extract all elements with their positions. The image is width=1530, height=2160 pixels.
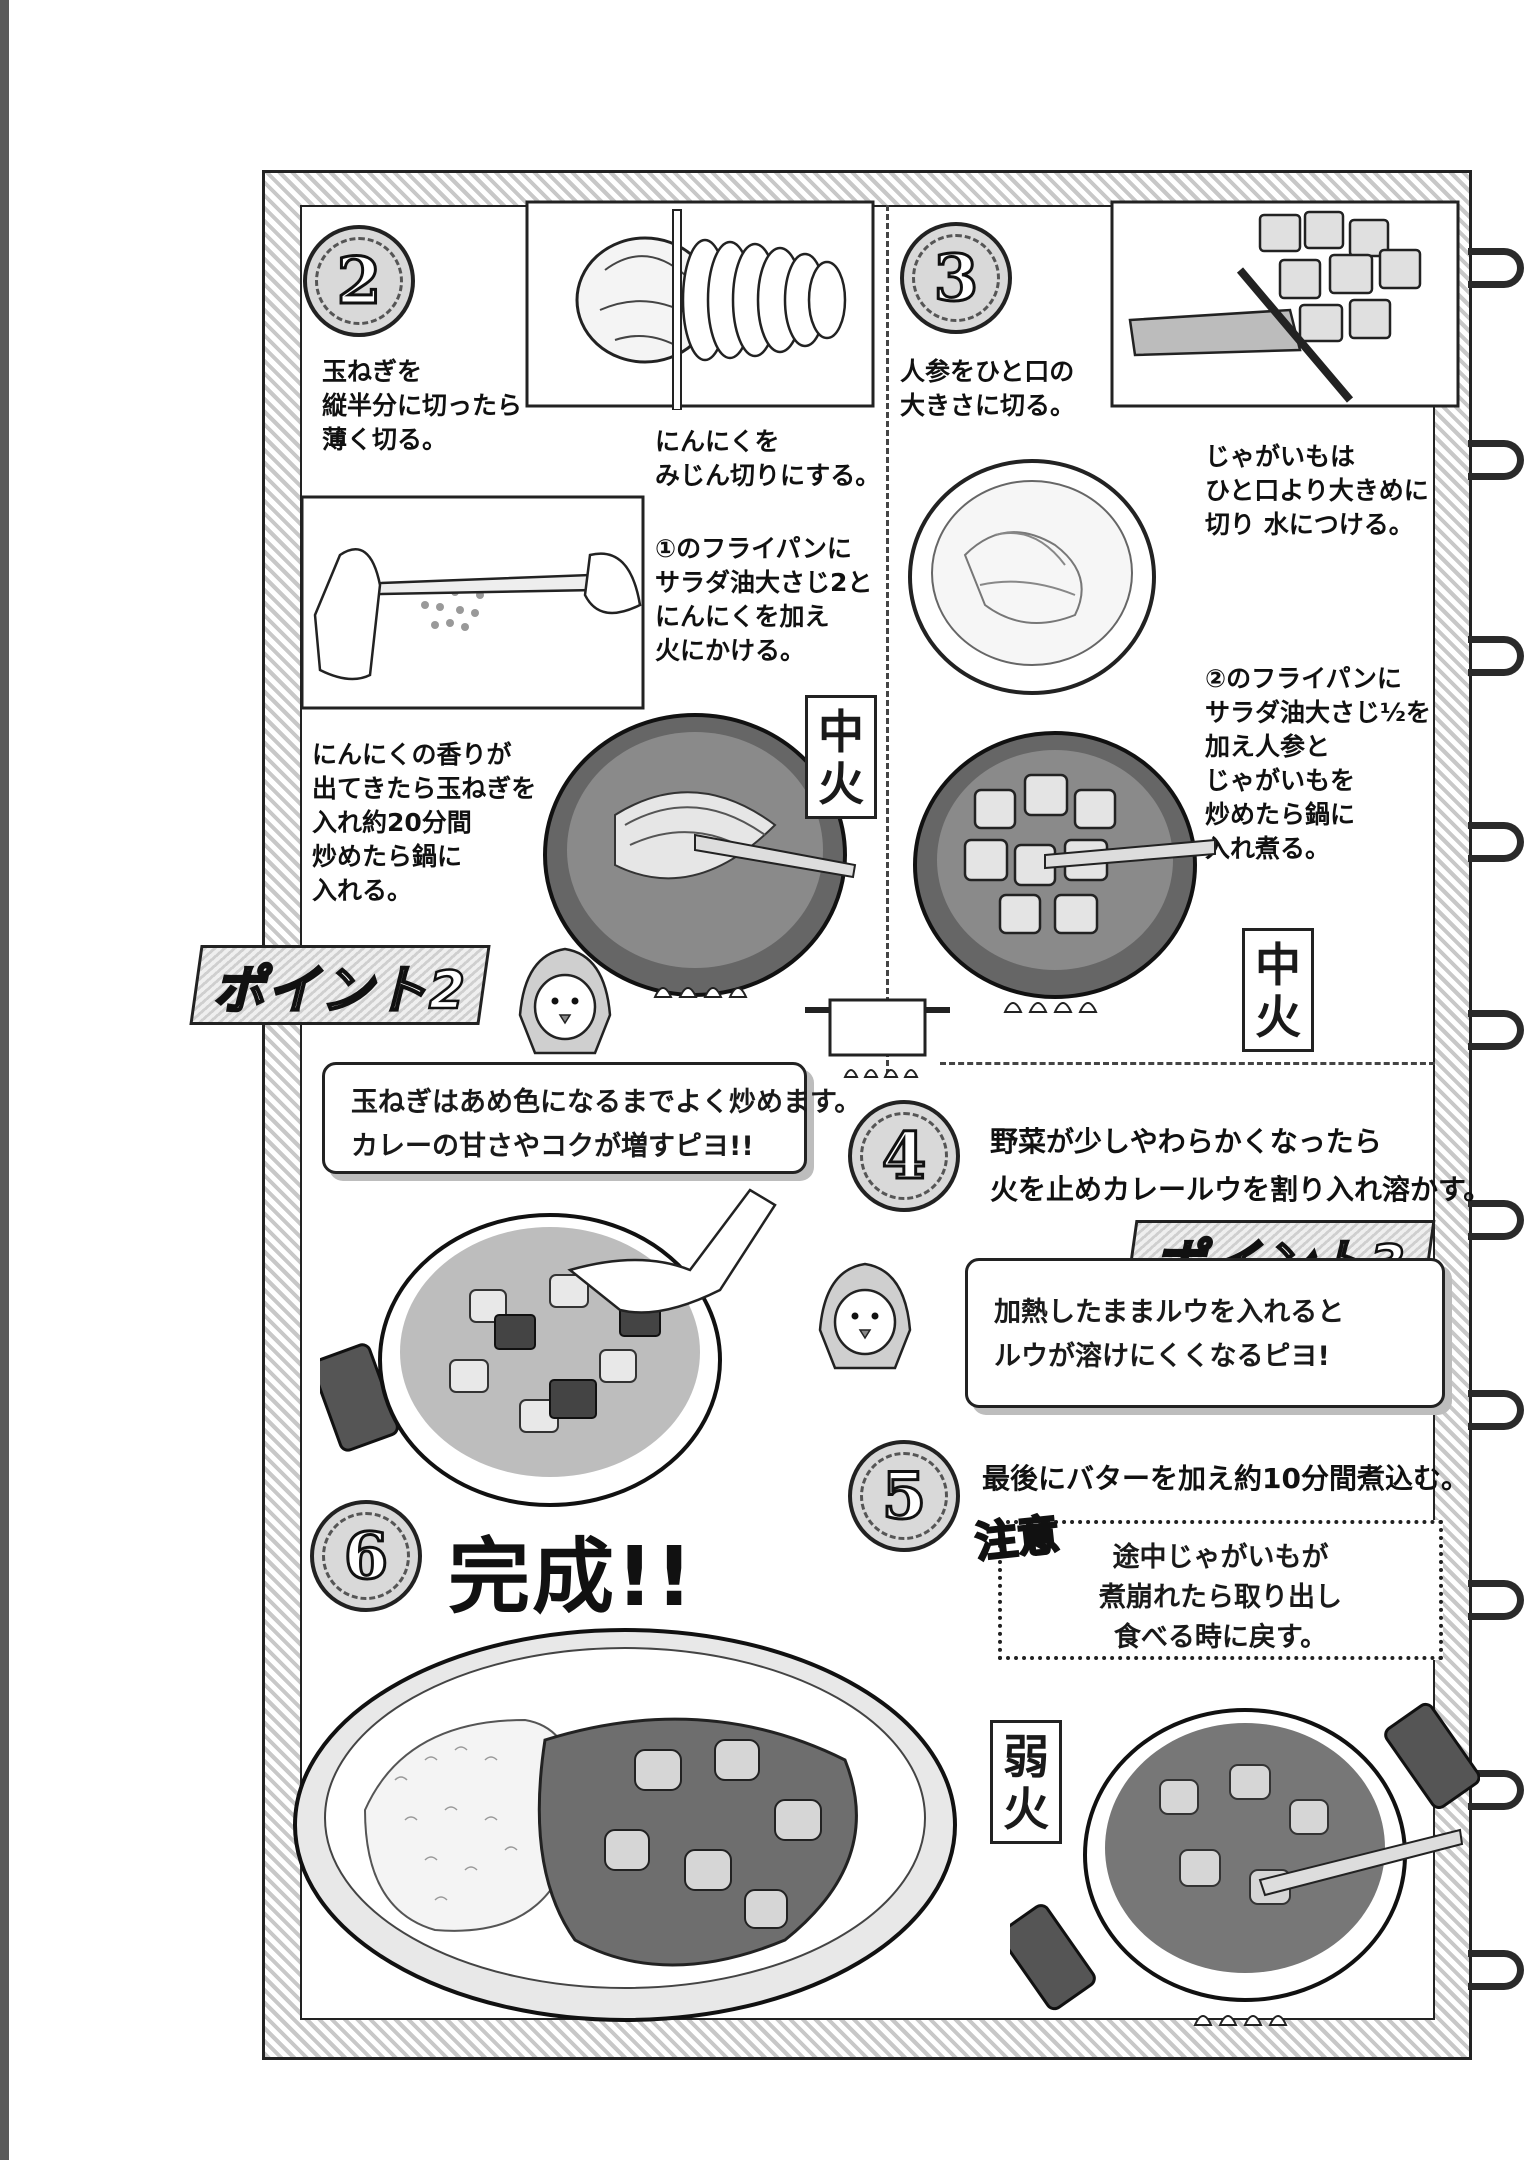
text-line: 縦半分に切ったら xyxy=(322,391,523,420)
text-line: 火を止めカレールウを割り入れ溶かす。 xyxy=(990,1173,1492,1206)
heat-char: 中 xyxy=(818,705,864,759)
text-line: サラダ油大さじ2と xyxy=(655,568,873,597)
step-number: 3 xyxy=(932,239,980,317)
text-line: にんにくを xyxy=(655,427,780,456)
text-line: 食べる時に戻す。 xyxy=(1113,1622,1328,1653)
step-5-text: 最後にバターを加え約10分間煮込む。 xyxy=(982,1462,1469,1495)
step-4-text: 野菜が少しやわらかくなったら 火を止めカレールウを割り入れ溶かす。 xyxy=(990,1118,1491,1214)
text-line: 炒めたら鍋に xyxy=(312,842,463,871)
frying-pan-vegetables-icon xyxy=(905,720,1220,1020)
simmering-pot-icon xyxy=(1010,1680,1480,2030)
caution-label: 注意 xyxy=(972,1508,1063,1568)
text-line: みじん切りにする。 xyxy=(655,461,881,490)
text-line: 加え人参と xyxy=(1205,732,1331,761)
binding-ring-icon xyxy=(1468,1770,1524,1810)
step-number: 2 xyxy=(335,242,383,320)
step-3-pan-text: ②のフライパンに サラダ油大さじ½を 加え人参と じゃがいもを 炒めたら鍋に 入… xyxy=(1205,662,1431,866)
step-3-badge: 3 xyxy=(900,222,1012,334)
heat-char: 火 xyxy=(1255,990,1301,1044)
caution-box: 途中じゃがいもが 煮崩れたら取り出し 食べる時に戻す。 xyxy=(998,1520,1443,1660)
step-2-onion-text: 玉ねぎを 縦半分に切ったら 薄く切る。 xyxy=(322,355,522,457)
binding-ring-icon xyxy=(1468,1580,1524,1620)
text-line: 火にかける。 xyxy=(655,636,806,665)
text-line: 加熱したままルウを入れると xyxy=(994,1297,1345,1328)
binding-ring-icon xyxy=(1468,636,1524,676)
step-3-carrot-text: 人参をひと口の 大きさに切る。 xyxy=(900,355,1075,423)
binding-ring-icon xyxy=(1468,1950,1524,1990)
heat-char: 火 xyxy=(818,757,864,811)
step-4-badge: 4 xyxy=(848,1100,960,1212)
water-bowl-icon xyxy=(905,455,1160,700)
step-3-potato-text: じゃがいもは ひと口より大きめに 切り 水につける。 xyxy=(1205,440,1429,542)
column-divider xyxy=(886,205,889,1075)
text-line: 入れる。 xyxy=(312,876,413,905)
text-line: 煮崩れたら取り出し xyxy=(1099,1582,1342,1613)
text-line: 玉ねぎはあめ色になるまでよく炒めます。 xyxy=(351,1087,862,1118)
text-line: 炒めたら鍋に xyxy=(1205,800,1356,829)
row-divider xyxy=(940,1062,1435,1065)
heat-char: 火 xyxy=(1003,1782,1049,1836)
step-number: 6 xyxy=(342,1517,390,1595)
text-line: ①のフライパンに xyxy=(655,534,852,563)
point-2-banner: ポイント2 xyxy=(189,945,491,1025)
binding-ring-icon xyxy=(1468,1010,1524,1050)
left-page-edge xyxy=(0,0,9,2160)
step-2-heat-label: 中 火 xyxy=(805,695,877,819)
point-3-box: 加熱したままルウを入れると ルウが溶けにくくなるピヨ! xyxy=(965,1258,1445,1408)
garlic-chopping-illustration xyxy=(300,495,645,710)
binding-ring-icon xyxy=(1468,1200,1524,1240)
heat-char: 中 xyxy=(1255,938,1301,992)
frying-pan-onion-icon xyxy=(535,705,865,1015)
step-2-badge: 2 xyxy=(303,225,415,337)
text-line: 出てきたら玉ねぎを xyxy=(312,774,537,803)
text-line: ルウが溶けにくくなるピヨ! xyxy=(994,1341,1330,1372)
text-line: じゃがいもを xyxy=(1205,766,1356,795)
text-line: 野菜が少しやわらかくなったら xyxy=(990,1125,1382,1158)
step-6-badge: 6 xyxy=(310,1500,422,1612)
step-5-badge: 5 xyxy=(848,1440,960,1552)
point-label: ポイント2 xyxy=(212,959,469,1022)
binding-ring-icon xyxy=(1468,822,1524,862)
text-line: サラダ油大さじ½を xyxy=(1205,698,1431,727)
onion-illustration xyxy=(525,200,875,410)
step-2-pan-text: ①のフライパンに サラダ油大さじ2と にんにくを加え 火にかける。 xyxy=(655,532,872,668)
binding-ring-icon xyxy=(1468,1390,1524,1430)
binding-ring-icon xyxy=(1468,440,1524,480)
text-line: カレーの甘さやコクが増すピヨ!! xyxy=(351,1131,754,1162)
heat-char: 弱 xyxy=(1003,1730,1049,1784)
curry-pot-roux-icon xyxy=(320,1180,790,1515)
text-line: 大きさに切る。 xyxy=(900,391,1076,420)
step-3-heat-label: 中 火 xyxy=(1242,928,1314,1052)
text-line: ひと口より大きめに xyxy=(1205,476,1429,505)
step-number: 4 xyxy=(880,1117,928,1195)
text-line: 入れ約20分間 xyxy=(312,808,472,837)
text-line: 切り 水につける。 xyxy=(1205,510,1414,539)
text-line: にんにくを加え xyxy=(655,602,830,631)
text-line: ②のフライパンに xyxy=(1205,664,1402,693)
step-2-garlic-text: にんにくを みじん切りにする。 xyxy=(655,425,880,493)
curry-rice-plate-icon xyxy=(285,1610,965,2030)
step-5-heat-label: 弱 火 xyxy=(990,1720,1062,1844)
chick-mascot-icon xyxy=(815,1260,915,1370)
text-line: にんにくの香りが xyxy=(312,740,512,769)
text-line: 薄く切る。 xyxy=(322,425,448,454)
binding-ring-icon xyxy=(1468,248,1524,288)
text-line: 人参をひと口の xyxy=(900,357,1075,386)
pot-icon xyxy=(795,985,960,1085)
carrot-potato-illustration xyxy=(1110,200,1460,410)
step-2-fry-text: にんにくの香りが 出てきたら玉ねぎを 入れ約20分間 炒めたら鍋に 入れる。 xyxy=(312,738,536,908)
step-number: 5 xyxy=(880,1457,928,1535)
chick-mascot-icon xyxy=(515,945,615,1055)
text-line: 入れ煮る。 xyxy=(1205,834,1331,863)
point-2-box: 玉ねぎはあめ色になるまでよく炒めます。 カレーの甘さやコクが増すピヨ!! xyxy=(322,1062,862,1174)
text-line: じゃがいもは xyxy=(1205,442,1356,471)
completion-title: 完成!! xyxy=(448,1530,695,1625)
text-line: 途中じゃがいもが xyxy=(1112,1542,1329,1573)
text-line: 玉ねぎを xyxy=(322,357,423,386)
